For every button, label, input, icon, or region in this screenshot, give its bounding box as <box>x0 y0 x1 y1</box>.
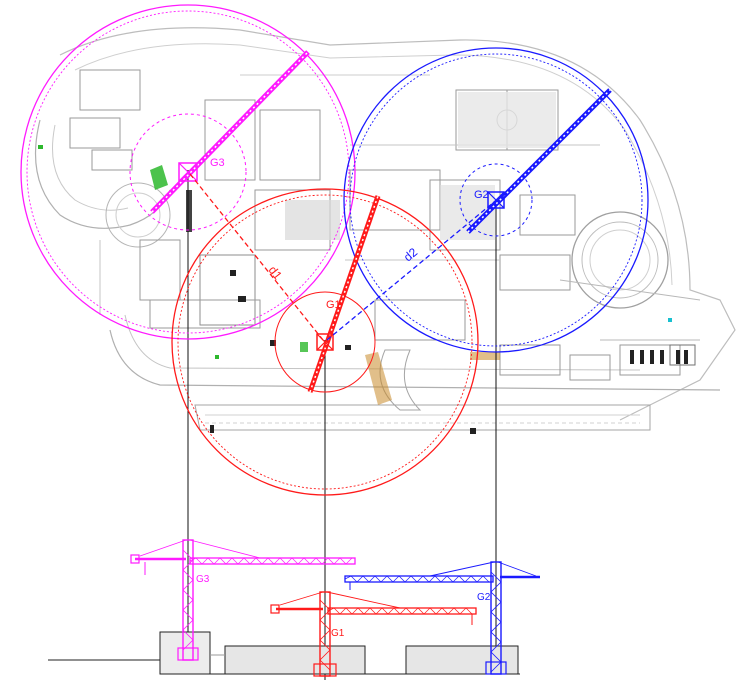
g3-elevation-label: G3 <box>196 574 210 585</box>
d2-line <box>326 201 495 341</box>
distance-lines <box>189 173 495 341</box>
d2-label: d2 <box>401 245 420 265</box>
g3-inner-radius <box>129 113 247 231</box>
site-details <box>186 190 688 434</box>
tower-crane-icon <box>316 333 334 351</box>
crane-g1-elevation <box>270 591 477 677</box>
tower-crane-icon <box>178 162 198 182</box>
crane-g3-elevation <box>130 539 356 661</box>
g2-inner-radius <box>459 163 533 237</box>
g1-plan-label: G1 <box>326 299 341 311</box>
d1-label: d1 <box>266 263 285 282</box>
projection-lines <box>187 170 497 680</box>
g3-plan-label: G3 <box>210 157 225 169</box>
g2-elevation-label: G2 <box>477 592 491 603</box>
crane-g3-plan <box>20 4 356 340</box>
g2-outer-radius <box>343 47 649 353</box>
tower-crane-icon <box>487 191 505 209</box>
g3-outer-radius <box>20 4 356 340</box>
g1-elevation-label: G1 <box>331 628 345 639</box>
g1-outer-radius <box>171 188 479 496</box>
g1-inner-radius <box>274 291 376 393</box>
site-plan <box>34 27 736 431</box>
crane-g2-plan <box>343 47 649 353</box>
crane-g1-plan <box>171 188 479 496</box>
elevation-ground <box>48 631 520 675</box>
hatch-areas <box>38 92 672 405</box>
d1-line <box>189 173 324 341</box>
crane-g2-elevation <box>344 561 540 675</box>
g2-plan-label: G2 <box>474 189 489 201</box>
